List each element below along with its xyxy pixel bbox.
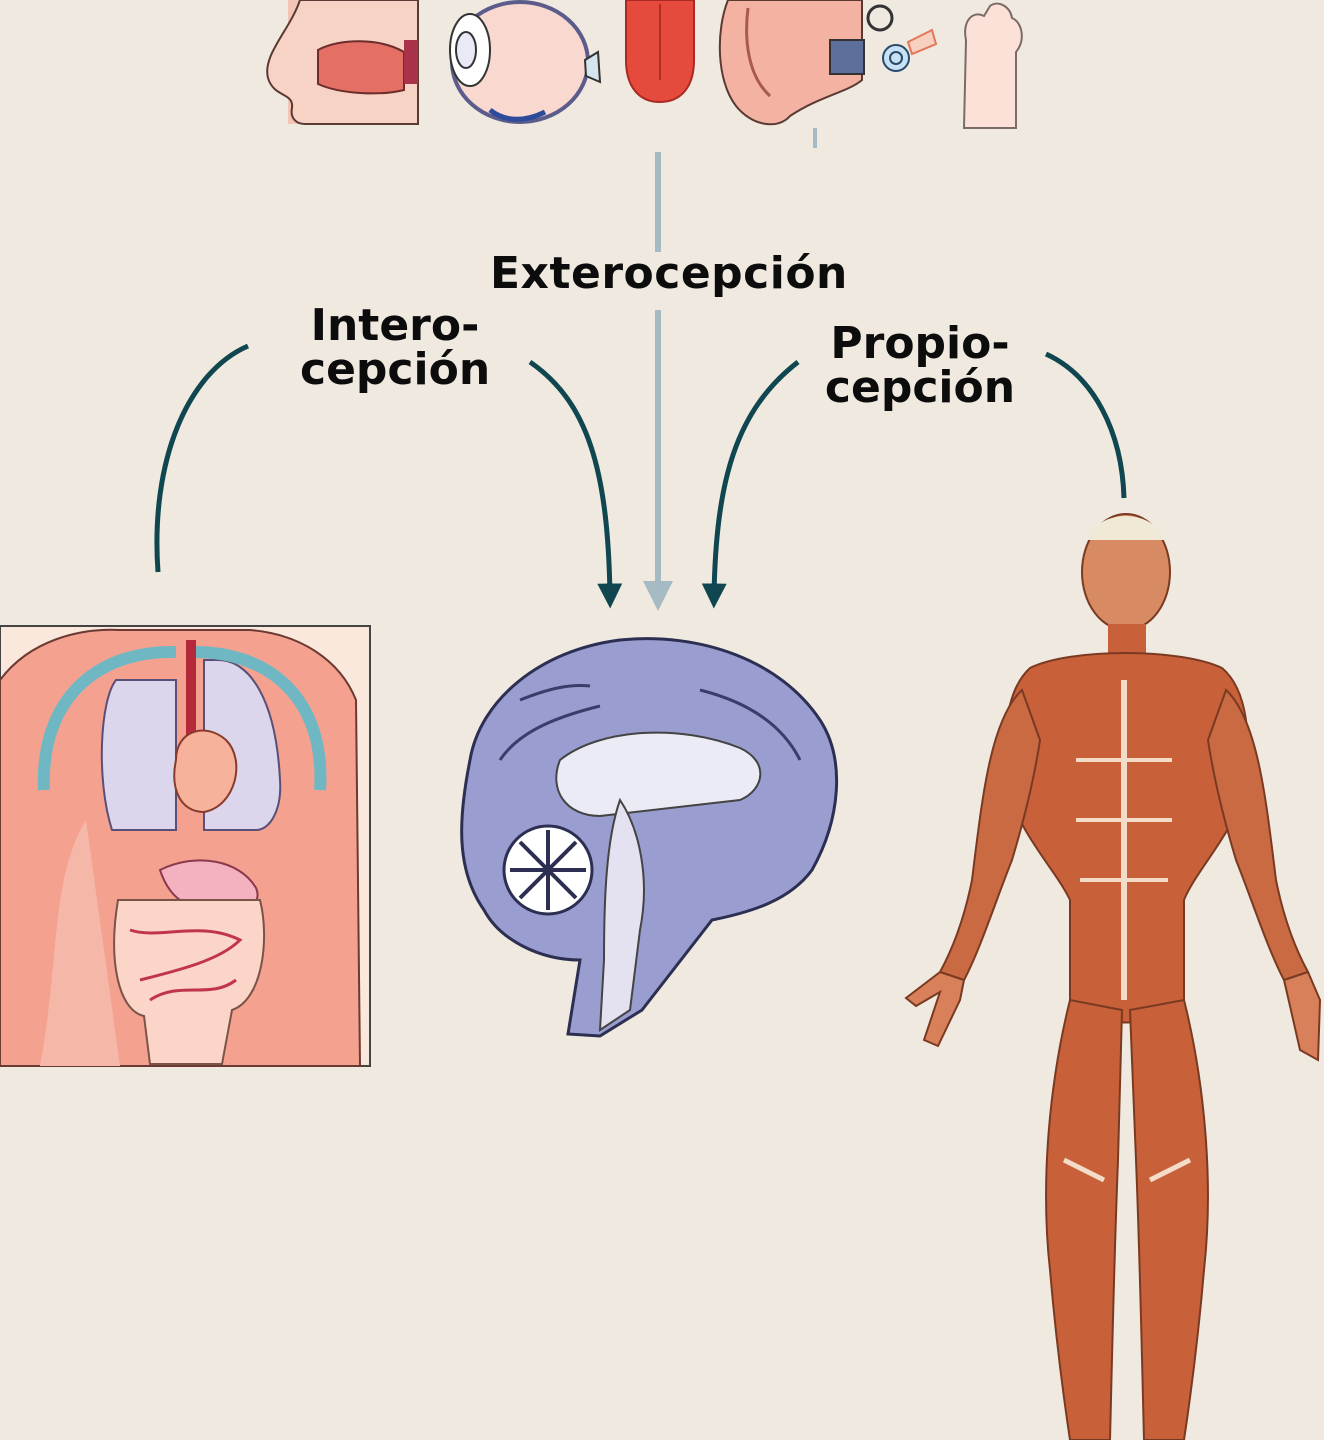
nose-icon <box>267 0 418 124</box>
ear-icon <box>720 0 936 124</box>
proprioception-arrow <box>714 362 798 596</box>
eye-icon <box>450 2 600 122</box>
label-proprioception-line-2: cepción <box>820 366 1020 410</box>
interoception-arrow <box>530 362 610 596</box>
label-proprioception-line-1: Propio- <box>820 322 1020 366</box>
brain-icon <box>462 639 837 1036</box>
muscular-body-icon <box>906 514 1320 1440</box>
hand-icon <box>964 4 1022 128</box>
label-interoception-line-2: cepción <box>300 348 490 392</box>
label-interoception-line-1: Intero- <box>300 304 490 348</box>
label-proprioception: Propio- cepción <box>820 322 1020 410</box>
label-interoception: Intero- cepción <box>300 304 490 392</box>
interoception-arc-left <box>157 346 248 572</box>
proprioception-arc-right <box>1046 354 1124 498</box>
label-exteroception: Exterocepción <box>490 252 848 296</box>
internal-organs-icon <box>0 626 370 1066</box>
tongue-icon <box>626 0 694 102</box>
